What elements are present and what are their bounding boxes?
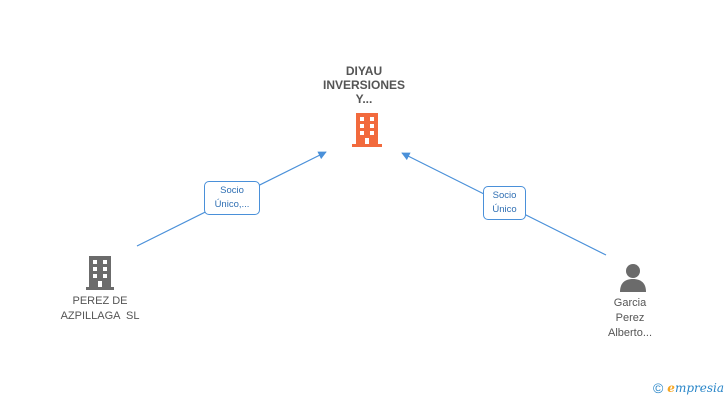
- right-person-name[interactable]: Garcia Perez Alberto...: [590, 296, 670, 341]
- building-icon[interactable]: [85, 256, 115, 290]
- brand-wordmark: empresia: [667, 381, 724, 395]
- left-company-name[interactable]: PEREZ DE AZPILLAGA SL: [40, 294, 160, 324]
- left-company-name-line-1: PEREZ DE: [72, 295, 128, 307]
- brand-logo[interactable]: © empresia: [653, 380, 724, 396]
- center-company-name-line-1: DIYAU: [345, 64, 383, 78]
- edge-label-left[interactable]: Socio Único,...: [204, 181, 260, 215]
- edge-label-right-line-2: Único: [492, 204, 517, 215]
- left-company-name-line-2: AZPILLAGA SL: [60, 310, 140, 322]
- edge-label-right[interactable]: Socio Único: [483, 186, 526, 220]
- brand-e: e: [667, 381, 675, 395]
- building-icon[interactable]: [351, 113, 383, 147]
- edge-label-right-line-1: Socio: [492, 190, 517, 201]
- center-company-name[interactable]: DIYAU INVERSIONES Y...: [304, 64, 424, 106]
- right-person-name-line-1: Garcia: [613, 297, 647, 309]
- person-icon[interactable]: [618, 262, 648, 292]
- brand-word: mpresia: [674, 381, 724, 395]
- right-person-name-line-3: Alberto...: [607, 327, 653, 339]
- edge-label-left-line-2: Único,...: [214, 199, 250, 210]
- edge-label-left-line-1: Socio: [220, 185, 244, 196]
- right-person-name-line-2: Perez: [615, 312, 645, 324]
- center-company-name-line-2: INVERSIONES: [322, 78, 406, 92]
- copyright-symbol: ©: [652, 380, 664, 396]
- center-company-name-line-3: Y...: [355, 92, 373, 106]
